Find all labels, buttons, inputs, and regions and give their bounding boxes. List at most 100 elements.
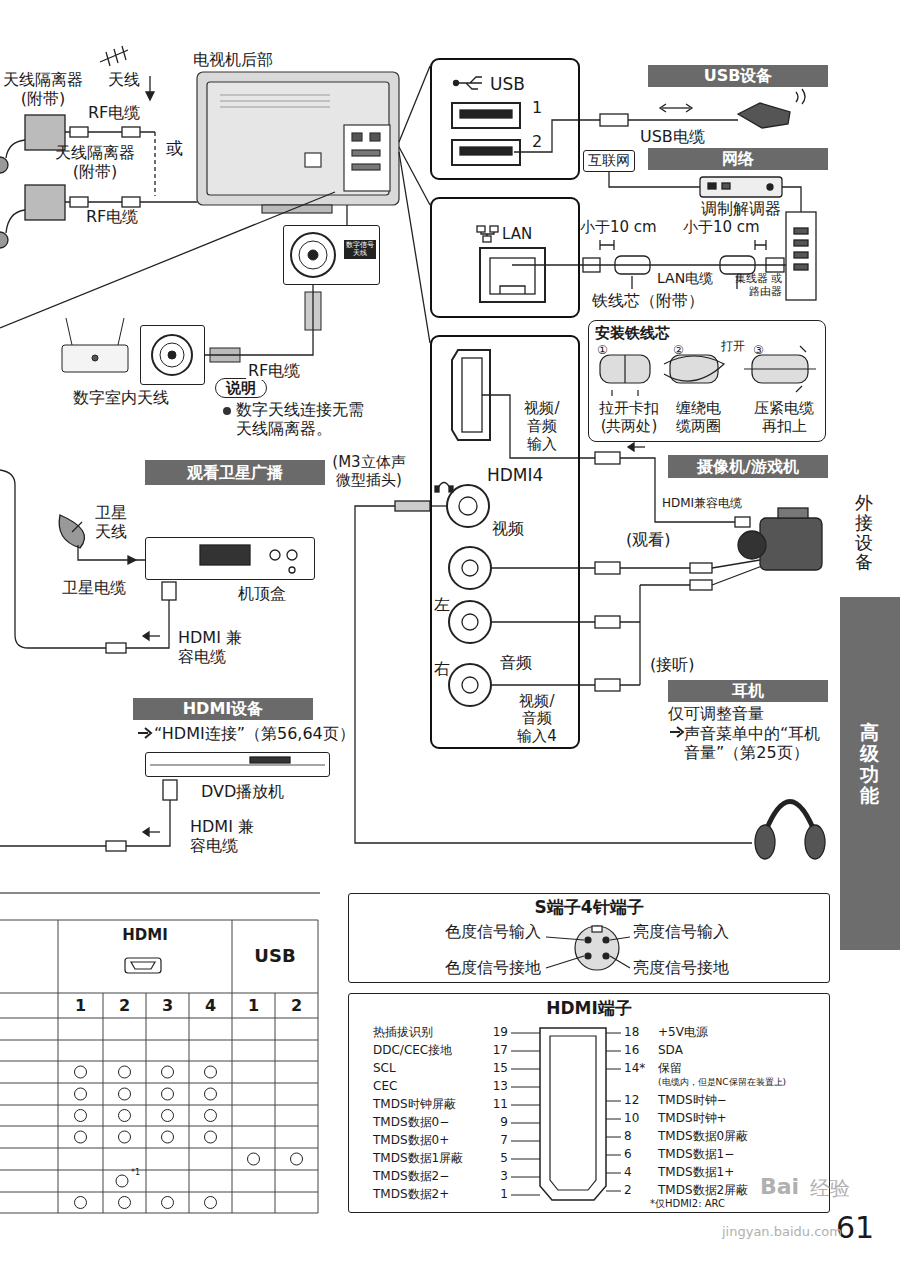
illustration-part [600,240,766,250]
node-text: 打开 [721,339,751,353]
node-text: 集线器 或路由器 [734,272,782,298]
illustration-part [205,1197,217,1209]
illustration-part [0,1170,318,1171]
label-text: *1 [131,1168,145,1178]
connector [205,285,313,355]
section-band: 摄像机/游戏机 [668,455,828,478]
illustration-part [477,226,485,232]
illustration-part [805,825,825,859]
illustration-part [511,1195,540,1196]
label-text: RF电缆 [86,207,148,226]
illustration-part [291,233,335,277]
label-text: 1 [476,1187,508,1201]
label-text: TMDS数据0屏蔽 [658,1129,828,1143]
illustration-part [150,764,325,765]
illustration-part [459,497,477,515]
connector [782,187,801,212]
node-text: ② [673,343,689,357]
illustration-part [220,95,330,107]
illustration-part [119,1066,131,1078]
node-text: 亮度信号接地 [633,958,733,977]
label-text: 外接设备 [855,493,873,572]
illustration-part [606,1137,621,1138]
illustration-part [511,1177,540,1178]
label-text: TMDS数据1+ [658,1165,828,1179]
illustration-part [275,993,276,1213]
illustration-part [595,616,620,628]
illustration-part [125,958,161,973]
illustration-part [0,232,8,248]
label-text: 8 [624,1129,654,1143]
illustration-part [660,104,692,112]
illustration-part [585,953,591,959]
illustration-part [500,286,525,294]
illustration-part [287,550,297,560]
illustration-part [62,345,128,372]
illustration-part [146,92,154,100]
illustration-part [460,147,512,155]
connector [399,152,430,343]
label-text: 卫星 天线 [95,503,131,541]
label-text: 热插拔识别 [373,1025,478,1039]
illustration-part [25,185,65,220]
illustration-part [796,89,805,104]
illustration-part [690,580,712,590]
illustration-part [59,515,84,548]
illustration-part [146,993,147,1213]
label-text: 12 [624,1093,654,1107]
illustration-part [511,1141,540,1142]
antenna-socket-drawing [62,233,335,415]
label-text: 小于10 cm [580,218,670,236]
illustration-part [438,483,450,489]
label-text: 4 [624,1165,654,1179]
label-text: 数字天线连接无需 天线隔离器。 [236,400,368,438]
node-text: 数字室内天线 [61,388,181,407]
illustration-part [122,127,140,137]
illustration-part [6,140,25,158]
illustration-part [606,1155,621,1156]
illustration-part [670,355,718,383]
illustration-part [0,892,320,894]
illustration-part [606,1173,621,1174]
antenna-socket: 数字信号 天线 [283,225,380,285]
illustration-part [189,993,190,1213]
illustration-part [744,368,816,369]
illustration-part [0,1148,318,1149]
connector [399,147,430,205]
label-text: TMDS数据2− [373,1169,478,1183]
illustration-part [480,248,545,302]
modem: 调制解调器 [700,177,782,197]
node-text: 网络 [648,149,828,168]
illustration-part [430,505,447,506]
satellite-and-dvd [0,470,325,893]
illustration-part [248,1153,260,1165]
illustration-part [160,343,184,367]
node-text: HDMI设备 [133,699,313,718]
illustration-part [670,727,683,737]
node-text: HDMI4 [487,465,557,485]
illustration-part [0,845,106,846]
label-text: 天线隔离器 (附带) [52,143,138,181]
node-text: 1 [532,98,546,117]
illustration-part [163,780,177,800]
label-text: 4 [189,996,232,1015]
label-text: 14* [624,1061,654,1075]
edge-label: LAN电缆 [655,270,715,287]
illustration-part [690,563,712,573]
label-text: TMDS时钟屏蔽 [373,1097,478,1111]
node-text: 压紧电缆 再扣上 [751,399,817,435]
node-text: USB [490,74,540,94]
ferrite-steps [600,346,816,396]
illustration-part [447,485,489,527]
node-text: 右 [434,659,452,678]
illustration-part [119,1088,131,1100]
illustration-part [511,1159,540,1160]
illustration-part [735,517,750,527]
note-tag: 说明 [215,378,267,398]
node-text: LAN [502,225,552,243]
illustration-part [595,562,620,574]
label-text: 仅可调整音量 [668,704,788,723]
label-text: 61 [836,1210,886,1246]
node-text: ① [597,343,613,357]
